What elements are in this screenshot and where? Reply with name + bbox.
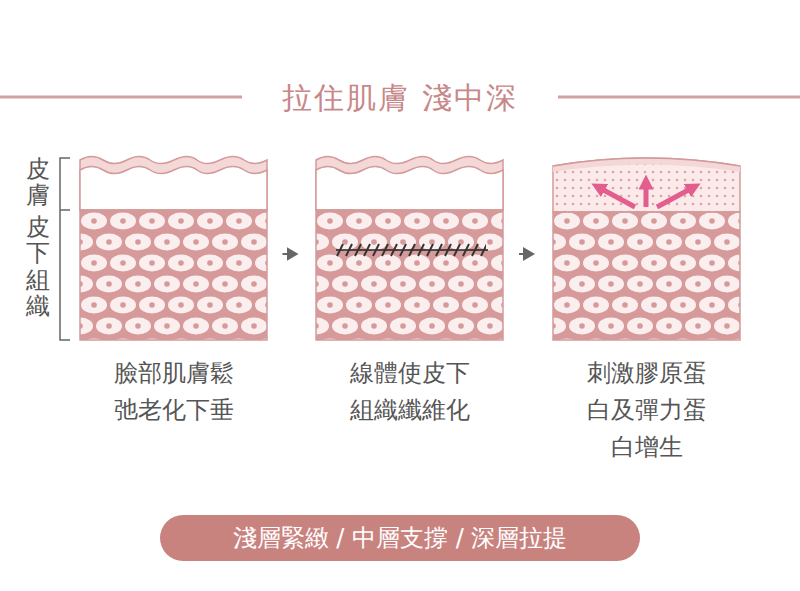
thread-barbs (336, 243, 486, 257)
pill-text: 淺層緊緻 / 中層支撐 / 深層拉提 (233, 522, 568, 554)
skin-panel (80, 157, 267, 341)
title-text: 拉住肌膚 淺中深 (276, 80, 524, 115)
stage-panel: 刺激膠原蛋 白及彈力蛋 白增生 (553, 150, 740, 466)
stage-caption: 臉部肌膚鬆 弛老化下垂 (110, 355, 238, 429)
diagram-title: 拉住肌膚 淺中深 (0, 78, 800, 118)
summary-pill: 淺層緊緻 / 中層支撐 / 深層拉提 (160, 515, 640, 561)
layer-label: 皮膚 (26, 156, 50, 209)
step-arrow (519, 253, 529, 255)
layer-bracket (60, 158, 70, 340)
stage-caption: 線體使皮下 組織纖維化 (346, 355, 474, 429)
stage-panel: 線體使皮下 組織纖維化 (316, 150, 503, 429)
title-rule (558, 96, 800, 99)
step-arrow (283, 253, 293, 255)
stage-caption: 刺激膠原蛋 白及彈力蛋 白增生 (583, 355, 711, 466)
layer-label: 皮下組織 (26, 214, 50, 320)
growth-arrows (598, 182, 694, 207)
title-rule (0, 96, 242, 99)
skin-panel (316, 157, 503, 341)
skin-panel (553, 158, 740, 340)
stage-panel: 臉部肌膚鬆 弛老化下垂 (80, 150, 267, 429)
